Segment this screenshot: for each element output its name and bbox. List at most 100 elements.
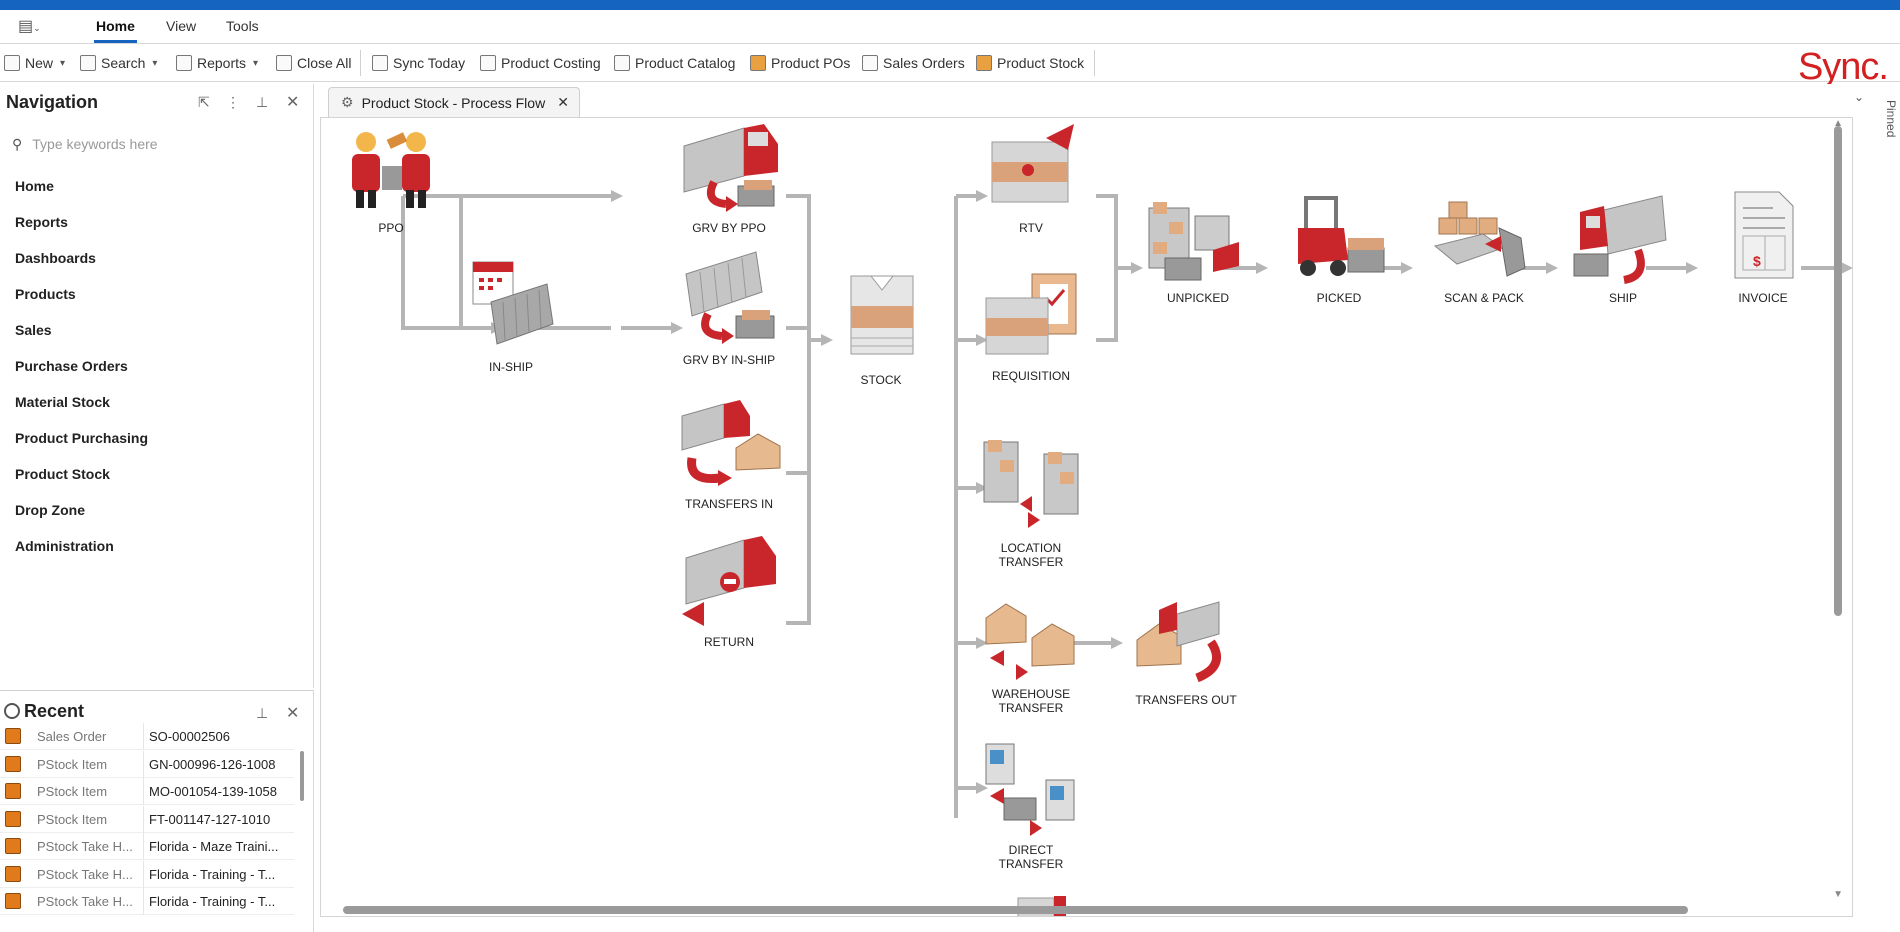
recent-row-type: Sales Order: [37, 729, 107, 744]
flow-node-transfers-out-label: TRANSFERS OUT: [1135, 693, 1237, 707]
scroll-down-arrow-icon[interactable]: ▼: [1833, 889, 1843, 900]
search-input[interactable]: Type keywords here: [32, 136, 158, 152]
new-button[interactable]: New▾: [4, 52, 65, 74]
search-button-label: Search: [101, 55, 146, 71]
flow-node-invoice-label: INVOICE: [1738, 291, 1788, 305]
shipping-container-icon: [472, 261, 554, 345]
flow-node-grv-by-ppo-label: GRV BY PPO: [692, 221, 766, 235]
product-costing-button[interactable]: Product Costing: [480, 52, 601, 74]
close-all-button[interactable]: Close All: [276, 52, 351, 74]
binoculars-icon: [80, 55, 96, 71]
pin-icon[interactable]: ⊥: [256, 705, 269, 721]
unpicked-shelf-icon: [1148, 202, 1239, 281]
column-divider: [143, 833, 144, 860]
flow-node-transfers-out[interactable]: TRANSFERS OUT: [1121, 590, 1251, 707]
close-icon[interactable]: ✕: [557, 94, 569, 110]
flow-node-direct-transfer[interactable]: DIRECT TRANSFER: [971, 740, 1091, 871]
vertical-scrollbar-thumb[interactable]: [1834, 126, 1842, 616]
home-icon: [372, 55, 388, 71]
nav-item-products[interactable]: Products: [15, 286, 76, 302]
product-catalog-label: Product Catalog: [635, 55, 736, 71]
tab-product-stock-process-flow[interactable]: ⚙ Product Stock - Process Flow ✕: [328, 87, 580, 117]
flow-node-unpicked-label: UNPICKED: [1166, 291, 1229, 305]
product-stock-button[interactable]: Product Stock: [976, 52, 1084, 74]
pin-icon[interactable]: ⊥: [256, 94, 269, 110]
flow-node-location-transfer[interactable]: LOCATION TRANSFER: [971, 434, 1091, 569]
close-icon[interactable]: ✕: [286, 705, 300, 722]
recent-row-value: Florida - Training - T...: [149, 866, 276, 882]
flow-node-transfers-in[interactable]: TRANSFERS IN: [669, 394, 789, 511]
recent-row[interactable]: PStock Take H...Florida - Training - T..…: [0, 888, 294, 915]
recent-scrollbar[interactable]: [300, 751, 304, 801]
flow-node-stock[interactable]: STOCK: [821, 266, 941, 387]
flow-node-transfers-in-label: TRANSFERS IN: [684, 497, 773, 511]
navigation-search[interactable]: ⚲ Type keywords here: [12, 132, 302, 156]
tree-icon[interactable]: ⋮: [226, 94, 240, 110]
reports-button-label: Reports: [197, 55, 247, 71]
scroll-up-arrow-icon[interactable]: ▲: [1833, 118, 1843, 129]
search-icon: ⚲: [12, 135, 23, 152]
sync-today-button[interactable]: Sync Today: [372, 52, 465, 74]
recent-row-value: Florida - Training - T...: [149, 894, 276, 909]
people-exchange-icon: [352, 132, 430, 208]
record-icon: [5, 728, 21, 744]
nav-item-product-stock[interactable]: Product Stock: [15, 466, 110, 482]
flow-node-warehouse-transfer[interactable]: WAREHOUSE TRANSFER: [971, 594, 1091, 715]
product-catalog-button[interactable]: Product Catalog: [614, 52, 735, 74]
recent-row-value: GN-000996-126-1008: [149, 756, 276, 772]
flow-node-scan-pack[interactable]: SCAN & PACK: [1419, 188, 1549, 305]
search-button[interactable]: Search▾: [80, 52, 157, 74]
toolbar-divider: [360, 50, 361, 76]
chevron-down-icon[interactable]: ⌄: [1853, 90, 1864, 104]
product-pos-button[interactable]: Product POs: [750, 52, 850, 74]
nav-item-reports[interactable]: Reports: [15, 214, 68, 230]
reports-button[interactable]: Reports▾: [176, 52, 258, 74]
truck-warehouse-out-icon: [1136, 601, 1222, 683]
ribbon-tab-home[interactable]: Home: [94, 18, 137, 43]
sales-orders-label: Sales Orders: [883, 55, 965, 71]
direct-transfer-icon: [985, 743, 1075, 836]
sales-orders-button[interactable]: Sales Orders: [862, 52, 965, 74]
pinned-side-tab[interactable]: Pinned: [1884, 100, 1898, 138]
container-receive-icon: [685, 251, 775, 344]
flow-node-requisition[interactable]: REQUISITION: [971, 268, 1091, 383]
nav-item-sales[interactable]: Sales: [15, 322, 52, 338]
horizontal-scrollbar-thumb[interactable]: [343, 906, 1688, 914]
record-icon: [5, 838, 21, 854]
recent-row[interactable]: PStock Item GN-000996-126-1008: [0, 750, 294, 778]
flow-node-unpicked[interactable]: UNPICKED: [1133, 188, 1263, 305]
nav-item-purchase-orders[interactable]: Purchase Orders: [15, 358, 128, 374]
nav-item-product-purchasing[interactable]: Product Purchasing: [15, 430, 149, 446]
product-stock-label: Product Stock: [997, 55, 1085, 71]
nav-item-drop-zone[interactable]: Drop Zone: [15, 502, 85, 518]
ribbon-tab-view[interactable]: View: [166, 18, 197, 34]
nav-item-material-stock[interactable]: Material Stock: [15, 394, 110, 410]
warehouse-transfer-icon: [985, 603, 1075, 680]
flow-node-grv-by-ppo[interactable]: GRV BY PPO: [669, 118, 789, 235]
flow-node-ppo[interactable]: PPO: [331, 124, 451, 235]
nav-item-administration[interactable]: Administration: [15, 538, 114, 554]
app-menu-icon[interactable]: ▤⌄: [18, 18, 41, 35]
close-icon[interactable]: ✕: [286, 94, 300, 111]
flow-node-picked[interactable]: PICKED: [1279, 188, 1399, 305]
column-divider: [143, 805, 144, 833]
flow-node-rtv[interactable]: RTV: [971, 120, 1091, 235]
recent-row[interactable]: PStock Take H...Florida - Training - T..…: [0, 860, 294, 888]
flow-node-return-label: RETURN: [704, 635, 754, 649]
flow-node-invoice[interactable]: $ INVOICE: [1703, 188, 1823, 305]
nav-item-dashboards[interactable]: Dashboards: [15, 250, 96, 266]
record-icon: [5, 810, 21, 827]
recent-row-type: PStock Item: [37, 756, 108, 772]
flow-node-picked-label: PICKED: [1316, 291, 1362, 305]
flow-node-return[interactable]: RETURN: [669, 532, 789, 649]
recent-row[interactable]: PStock Take H...Florida - Maze Traini...: [0, 833, 294, 860]
ribbon-tab-tools[interactable]: Tools: [226, 18, 259, 34]
expand-icon[interactable]: ⇱: [198, 94, 210, 110]
nav-item-home[interactable]: Home: [15, 178, 54, 194]
flow-node-ship[interactable]: SHIP: [1563, 188, 1683, 305]
flow-node-in-ship[interactable]: IN-SHIP: [451, 258, 571, 374]
flow-node-grv-by-in-ship[interactable]: GRV BY IN-SHIP: [669, 250, 789, 367]
